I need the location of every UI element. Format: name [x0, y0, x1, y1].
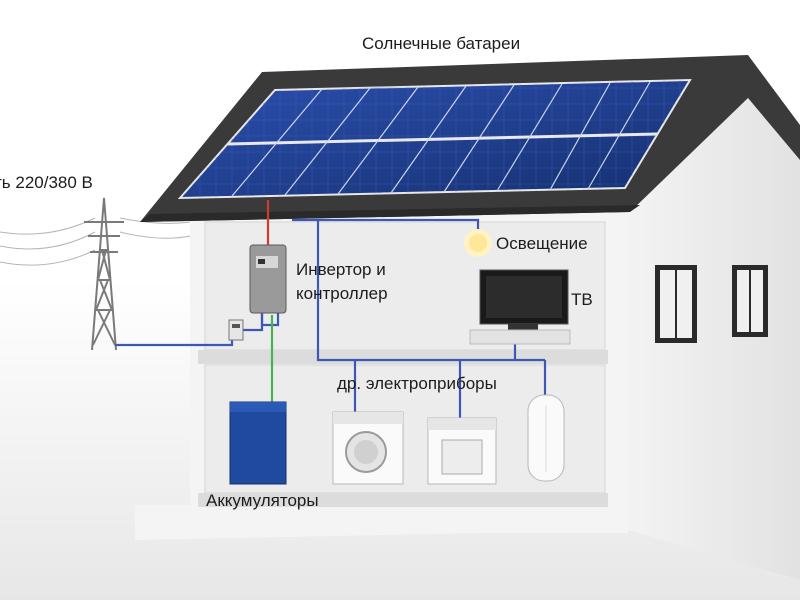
- label-grid: ть 220/380 В: [0, 173, 93, 192]
- power-tower-icon: [84, 197, 124, 351]
- side-window-left: [655, 265, 697, 343]
- floor-base: [198, 493, 608, 507]
- label-solar-panels: Солнечные батареи: [362, 34, 521, 53]
- battery-icon: [229, 401, 287, 485]
- label-lighting: Освещение: [496, 234, 588, 253]
- label-appliances: др. электроприборы: [337, 374, 497, 393]
- meter-switch-icon: [228, 319, 244, 341]
- label-inverter: Инвертор и контроллер: [296, 260, 388, 303]
- lamp-icon: [464, 229, 492, 257]
- floor-slab: [198, 350, 608, 364]
- tv-icon: [469, 269, 571, 345]
- label-tv: ТВ: [571, 290, 593, 309]
- label-batteries: Аккумуляторы: [206, 491, 319, 510]
- dryer-icon: [427, 417, 497, 485]
- water-heater-icon: [527, 394, 565, 482]
- side-window-right: [732, 265, 768, 337]
- washing-machine-icon: [332, 411, 404, 485]
- inverter-icon: [249, 244, 287, 314]
- solar-panels: [177, 78, 692, 200]
- house-side-wall: [628, 98, 800, 580]
- power-lines: [0, 217, 191, 266]
